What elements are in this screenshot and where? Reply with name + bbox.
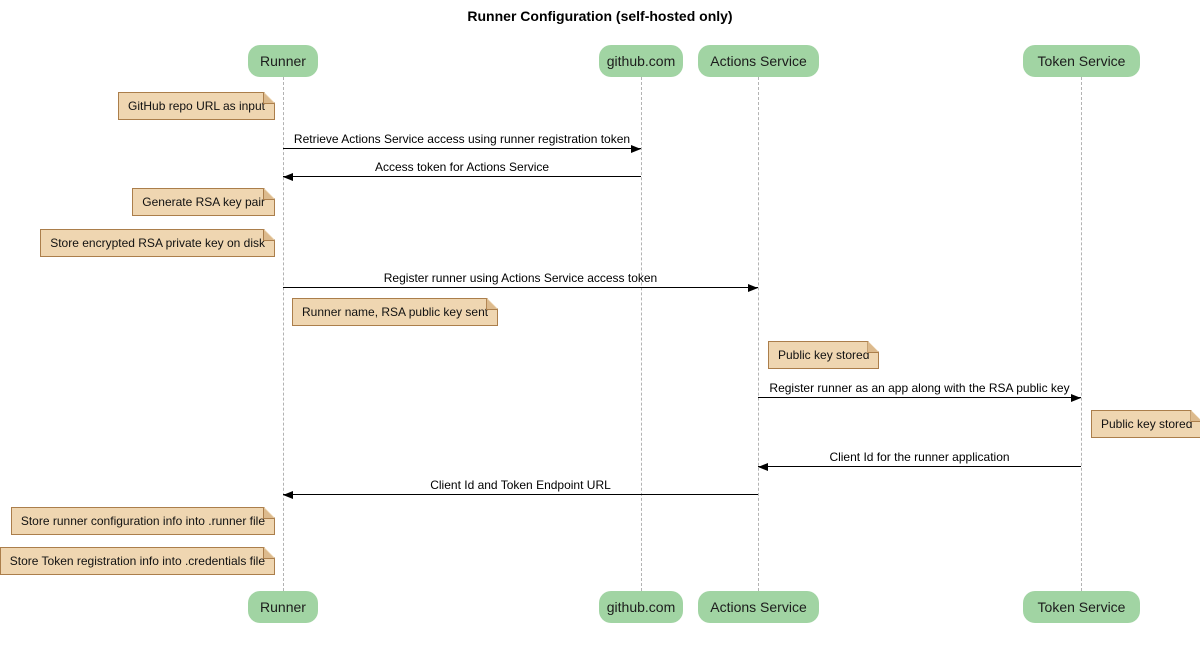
arrowhead-icon: [283, 490, 293, 499]
message-3: Register runner using Actions Service ac…: [283, 271, 758, 292]
participant-box-runner-top: Runner: [248, 45, 318, 77]
participant-box-token-service-bottom: Token Service: [1023, 591, 1140, 623]
note-1: GitHub repo URL as input: [118, 92, 275, 120]
participant-box-runner-bottom: Runner: [248, 591, 318, 623]
arrowhead-icon: [758, 462, 768, 471]
participant-box-github-top: github.com: [599, 45, 683, 77]
arrowhead-icon: [631, 144, 641, 153]
message-2: Access token for Actions Service: [283, 160, 641, 181]
message-5: Client Id for the runner application: [758, 450, 1081, 471]
message-line: [283, 176, 641, 177]
note-4: Runner name, RSA public key sent: [292, 298, 499, 326]
lifeline-token-service: [1081, 77, 1082, 591]
note-8: Store Token registration info into .cred…: [0, 547, 276, 575]
message-line: [283, 148, 641, 149]
message-line: [758, 466, 1081, 467]
participant-box-token-service-top: Token Service: [1023, 45, 1140, 77]
message-label: Retrieve Actions Service access using ru…: [293, 132, 631, 146]
note-3: Store encrypted RSA private key on disk: [40, 229, 275, 257]
participant-box-actions-service-bottom: Actions Service: [698, 591, 819, 623]
lifeline-actions-service: [758, 77, 759, 591]
diagram-title: Runner Configuration (self-hosted only): [467, 8, 733, 24]
message-6: Client Id and Token Endpoint URL: [283, 478, 758, 499]
lifeline-runner: [283, 77, 284, 591]
arrowhead-icon: [283, 172, 293, 181]
message-line: [758, 397, 1081, 398]
message-4: Register runner as an app along with the…: [758, 381, 1081, 402]
message-label: Access token for Actions Service: [374, 160, 550, 174]
note-5: Public key stored: [768, 341, 880, 369]
note-6: Public key stored: [1091, 410, 1200, 438]
participant-box-actions-service-top: Actions Service: [698, 45, 819, 77]
message-1: Retrieve Actions Service access using ru…: [283, 132, 641, 153]
message-label: Client Id for the runner application: [829, 450, 1010, 464]
note-7: Store runner configuration info into .ru…: [10, 507, 276, 535]
arrowhead-icon: [748, 283, 758, 292]
message-line: [283, 494, 758, 495]
message-line: [283, 287, 758, 288]
message-label: Client Id and Token Endpoint URL: [430, 478, 611, 492]
arrowhead-icon: [1071, 393, 1081, 402]
note-2: Generate RSA key pair: [132, 188, 275, 216]
message-label: Register runner as an app along with the…: [769, 381, 1070, 395]
message-label: Register runner using Actions Service ac…: [383, 271, 658, 285]
lifeline-github: [641, 77, 642, 591]
participant-box-github-bottom: github.com: [599, 591, 683, 623]
